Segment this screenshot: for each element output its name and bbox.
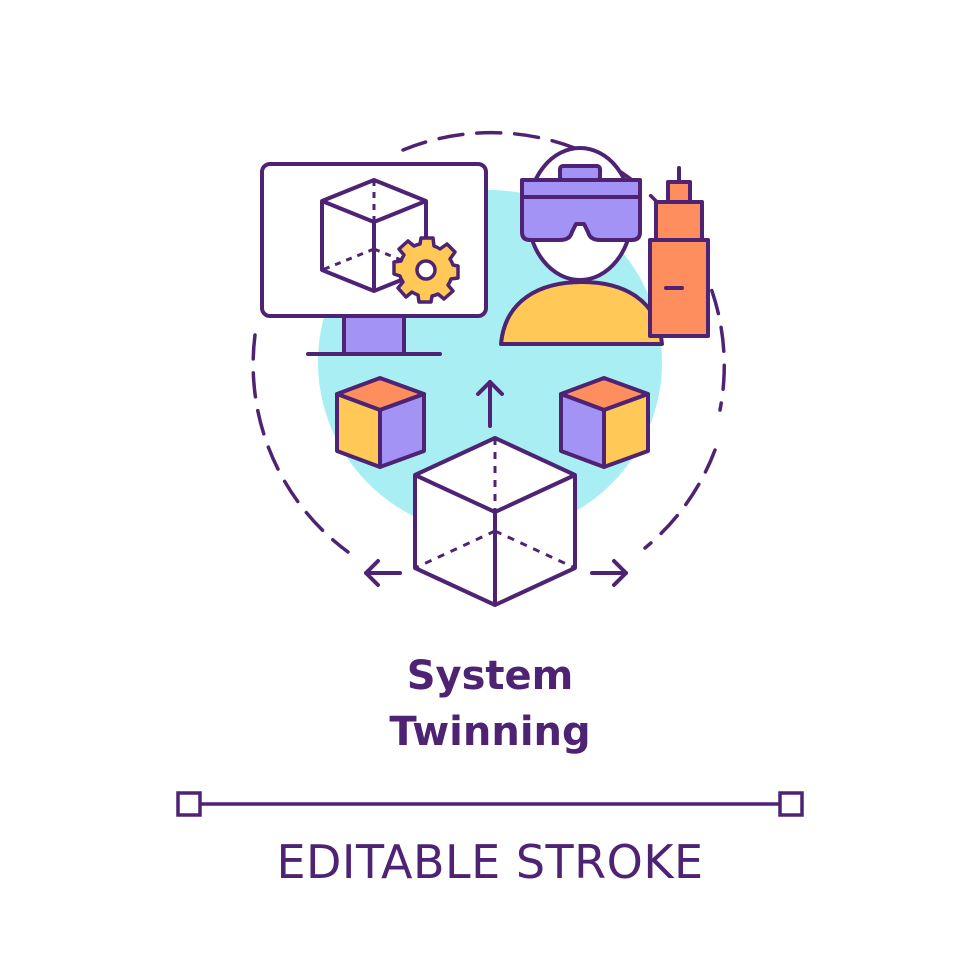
building-tower-icon	[648, 166, 710, 338]
wireframe-cube-icon	[413, 436, 577, 607]
vr-headset-user-icon	[499, 146, 664, 346]
small-cube-icon	[335, 376, 426, 469]
editable-stroke-line	[176, 791, 804, 817]
editable-stroke-label: EDITABLE STROKE	[276, 835, 704, 889]
title-line-1: System	[406, 653, 574, 699]
arrow-icon	[364, 380, 628, 587]
gear-icon	[392, 236, 460, 304]
title-line-2: Twinning	[389, 709, 591, 755]
small-cube-icon	[559, 376, 650, 469]
